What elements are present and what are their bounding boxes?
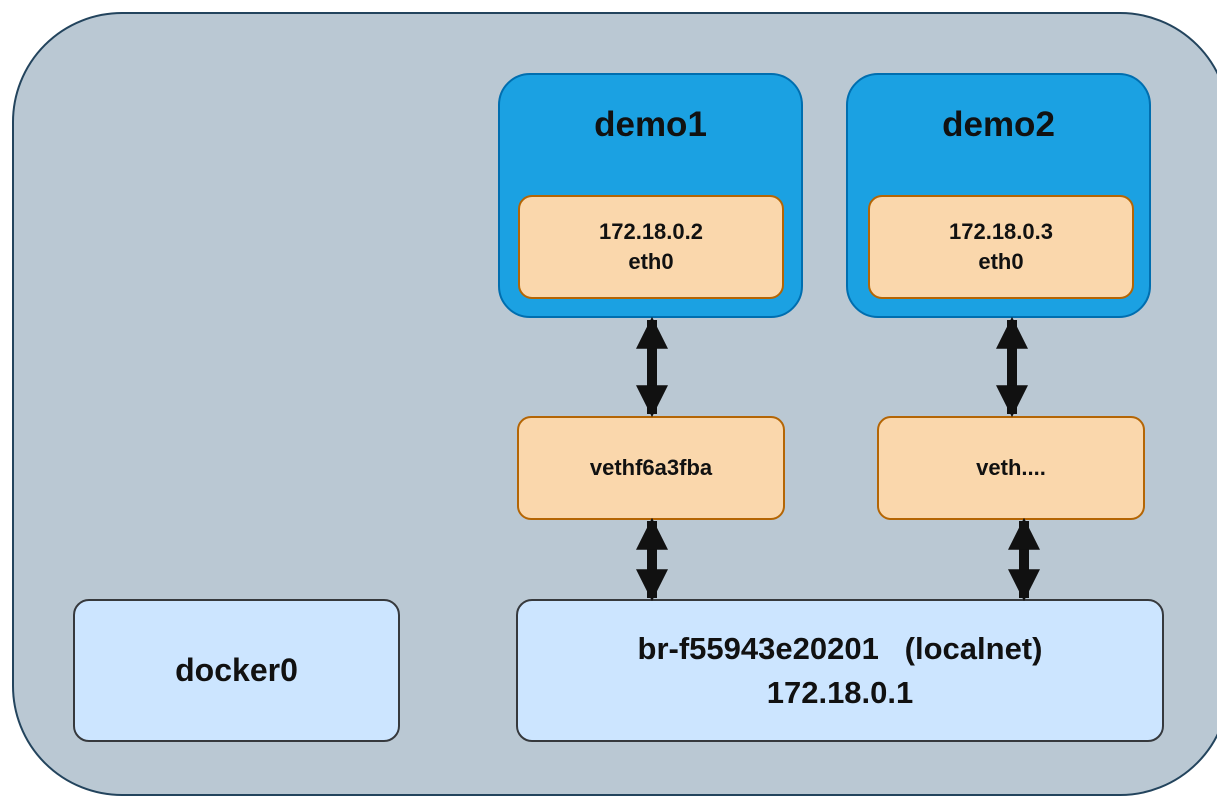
container-demo2-iface-name: eth0	[978, 249, 1024, 274]
veth-demo1: vethf6a3fba	[517, 416, 785, 520]
bridge-localnet-name: br-f55943e20201 (localnet)	[637, 630, 1043, 666]
container-demo2: demo2 172.18.0.3 eth0	[846, 73, 1151, 318]
container-demo2-title: demo2	[942, 105, 1055, 144]
container-demo2-eth0: 172.18.0.3 eth0	[868, 195, 1134, 299]
container-demo1-ip: 172.18.0.2	[599, 219, 703, 244]
container-demo1: demo1 172.18.0.2 eth0	[498, 73, 803, 318]
bridge-localnet-ip: 172.18.0.1	[766, 674, 914, 710]
container-demo2-ip: 172.18.0.3	[949, 219, 1053, 244]
bridge-localnet: br-f55943e20201 (localnet) 172.18.0.1	[516, 599, 1164, 742]
container-demo1-iface-name: eth0	[628, 249, 674, 274]
veth-demo1-label: vethf6a3fba	[589, 455, 713, 480]
bridge-docker0: docker0	[73, 599, 400, 742]
container-demo1-eth0: 172.18.0.2 eth0	[518, 195, 784, 299]
bridge-docker0-label: docker0	[175, 652, 298, 688]
container-demo1-title: demo1	[594, 105, 707, 144]
veth-demo2-label: veth....	[976, 455, 1046, 480]
